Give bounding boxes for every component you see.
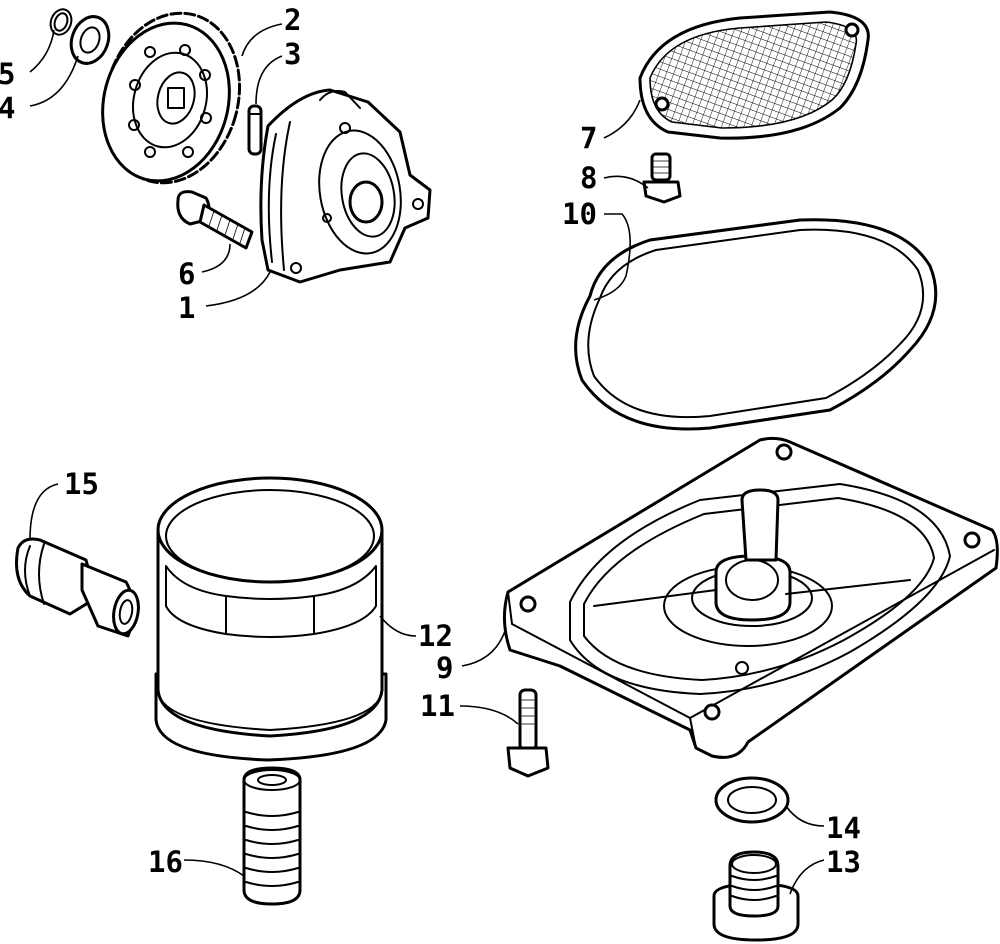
adapter-fitting-part xyxy=(242,766,302,906)
callout-7: 7 xyxy=(580,121,597,155)
callout-16: 16 xyxy=(148,845,183,879)
callout-2: 2 xyxy=(284,3,301,37)
callout-4: 4 xyxy=(0,91,15,125)
leader-14 xyxy=(785,805,825,827)
leader-15 xyxy=(29,483,59,541)
oil-filter-part xyxy=(154,476,388,762)
callout-8: 8 xyxy=(580,161,597,195)
sprocket-part xyxy=(101,11,242,185)
callout-5: 5 xyxy=(0,57,15,91)
drain-plug-part xyxy=(712,850,800,942)
washer-part xyxy=(69,15,111,65)
callout-11: 11 xyxy=(420,689,455,723)
pressure-switch-part xyxy=(15,537,140,638)
callout-12: 12 xyxy=(418,619,453,653)
snap-ring-part xyxy=(49,8,73,36)
leader-2 xyxy=(241,23,283,57)
callout-15: 15 xyxy=(64,467,99,501)
cover-bolt-part xyxy=(506,688,550,778)
callout-13: 13 xyxy=(826,845,861,879)
oil-cover-part xyxy=(503,436,999,759)
leader-12 xyxy=(379,615,417,637)
callout-14: 14 xyxy=(826,811,861,845)
oil-screen-part xyxy=(638,10,870,140)
callout-1: 1 xyxy=(178,291,195,325)
leader-13 xyxy=(789,859,825,895)
pin-part xyxy=(247,104,263,156)
leader-4 xyxy=(29,55,79,107)
oil-pump-part xyxy=(259,88,432,284)
screen-screw-part xyxy=(642,152,682,204)
callout-9: 9 xyxy=(436,651,453,685)
leader-1 xyxy=(205,271,271,307)
leader-3 xyxy=(255,55,283,105)
leader-7 xyxy=(603,99,641,139)
callout-6: 6 xyxy=(178,257,195,291)
leader-5 xyxy=(29,29,55,73)
callout-10: 10 xyxy=(562,197,597,231)
leader-9 xyxy=(461,627,507,667)
pump-bolt-part xyxy=(176,190,254,250)
drain-washer-part xyxy=(714,776,790,824)
leader-8 xyxy=(603,175,649,189)
leader-10 xyxy=(593,213,631,301)
leader-11 xyxy=(459,705,519,725)
gasket-part xyxy=(574,218,938,431)
callout-3: 3 xyxy=(284,37,301,71)
leader-16 xyxy=(183,859,245,877)
leader-6 xyxy=(201,243,231,273)
